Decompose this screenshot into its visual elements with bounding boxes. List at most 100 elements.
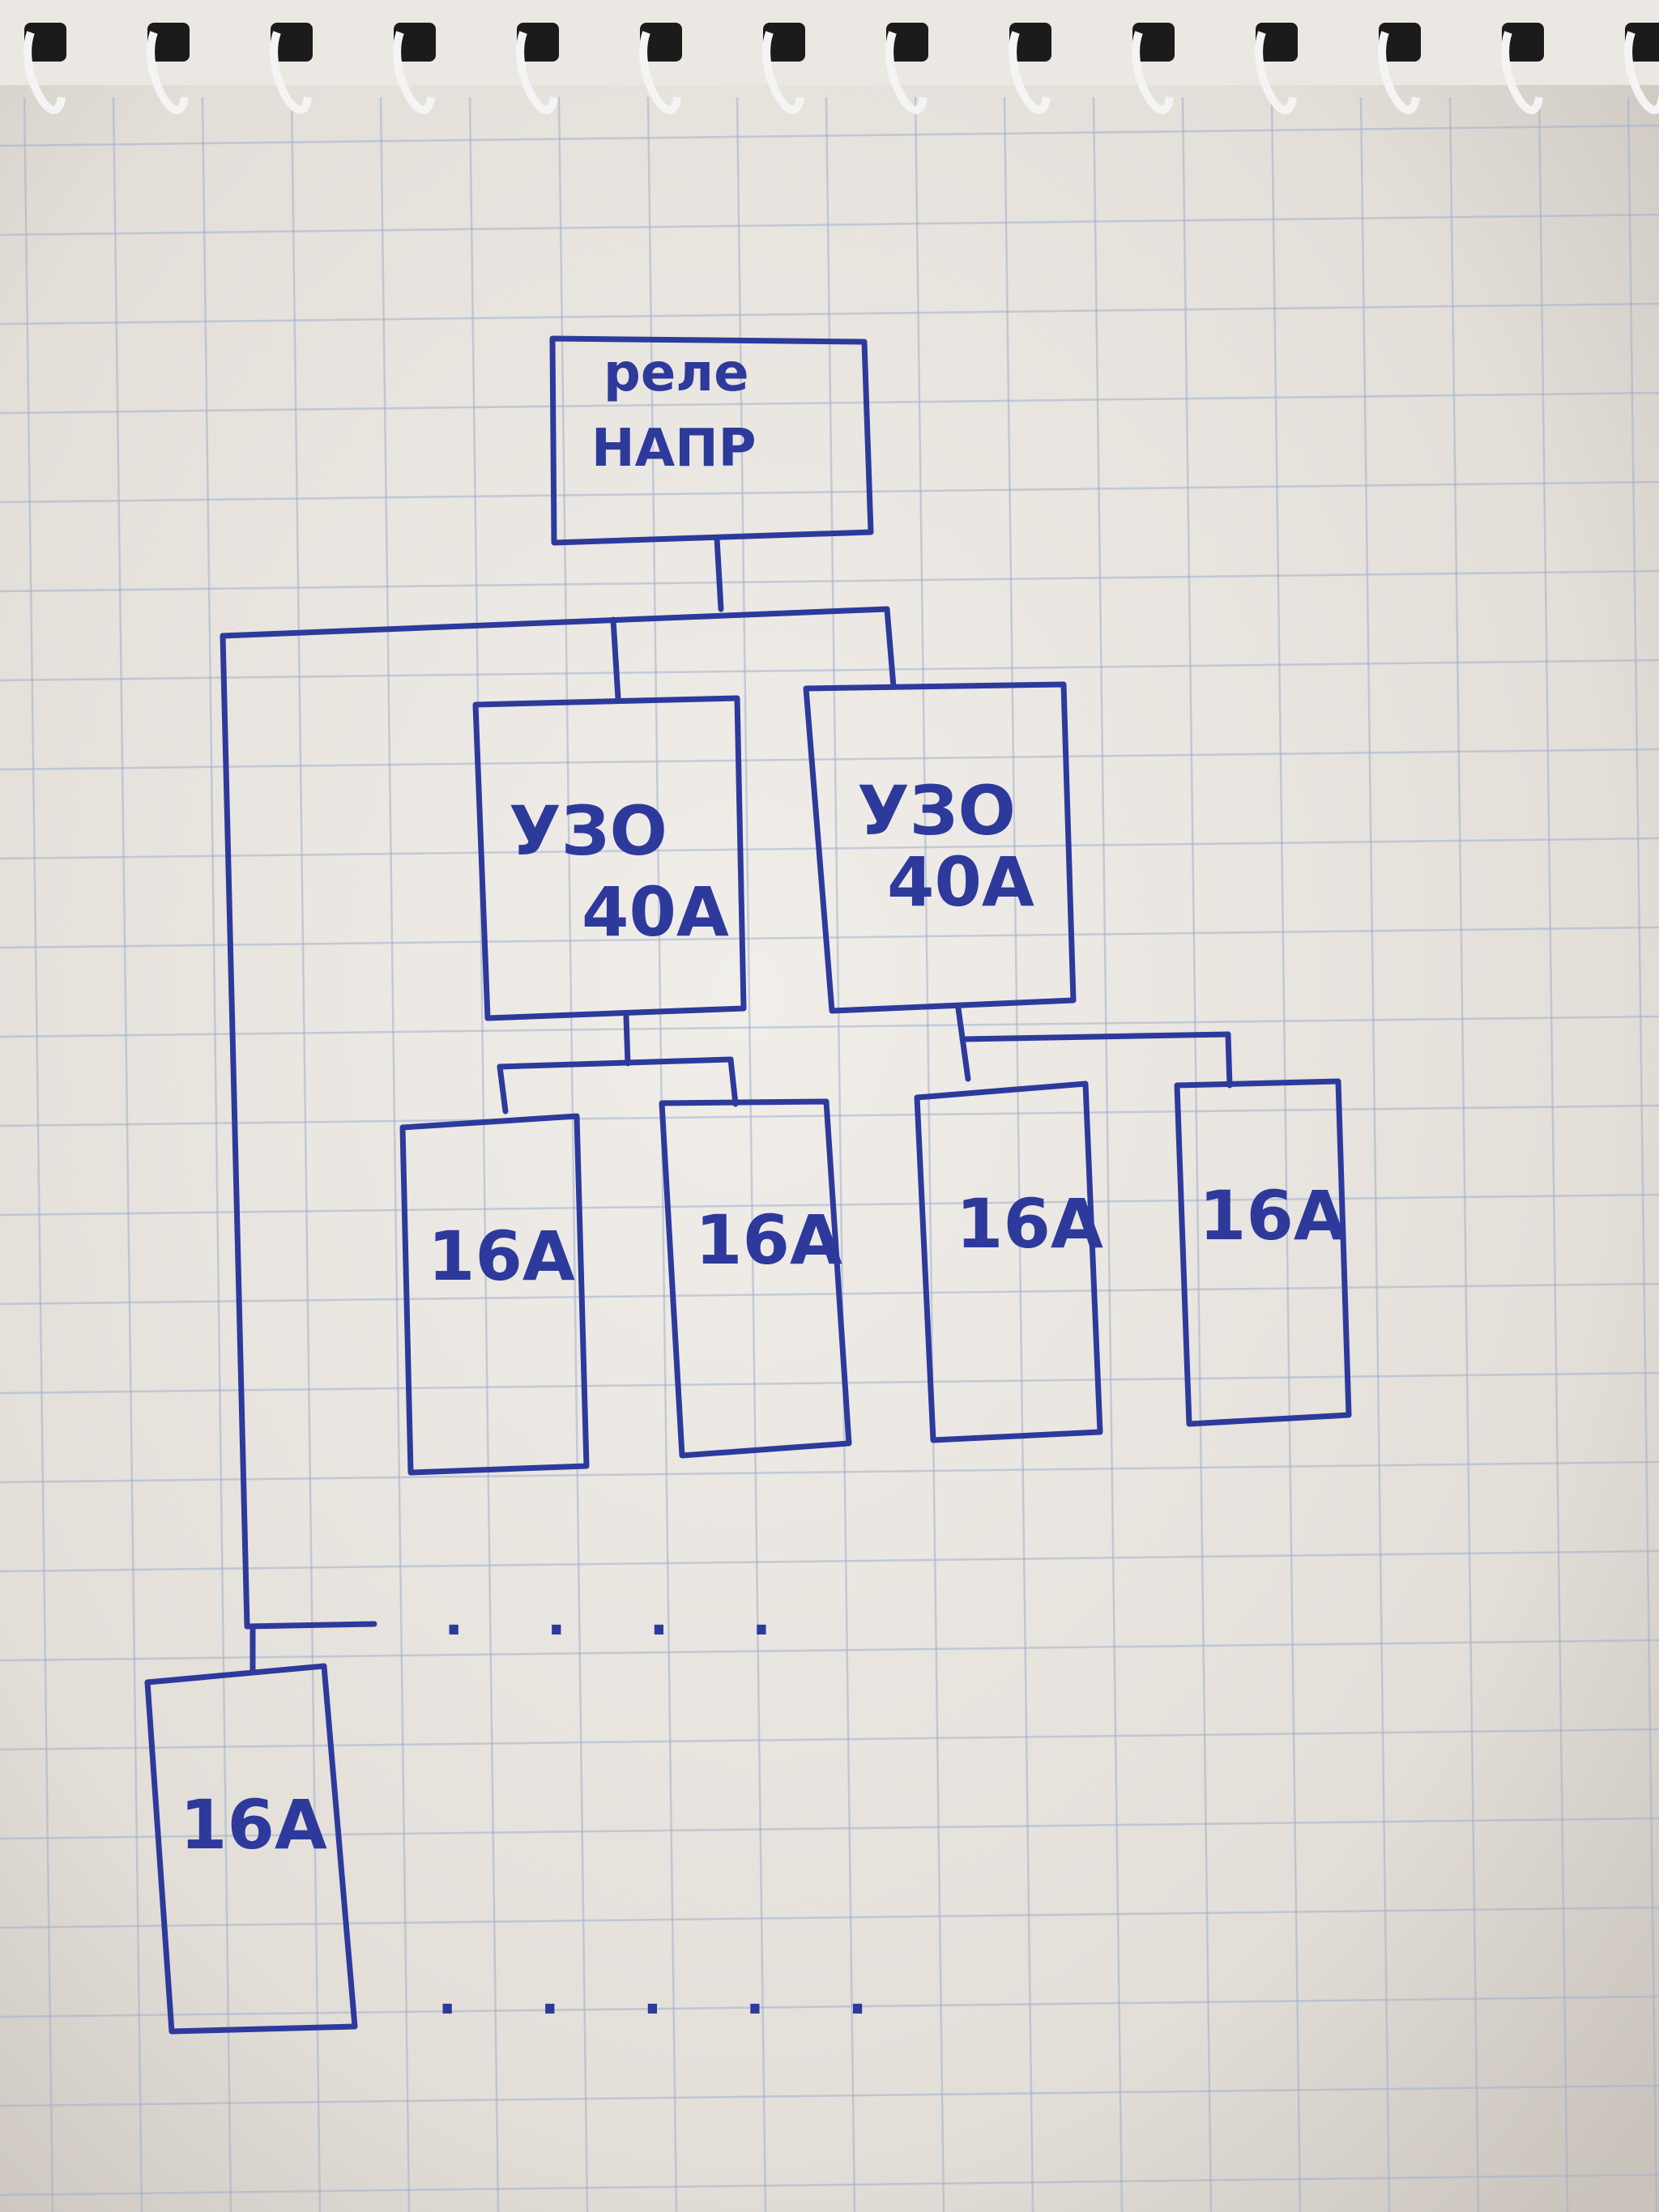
grid-line-horizontal — [0, 1639, 1659, 1662]
relay-box — [549, 335, 874, 546]
grid-line-horizontal — [0, 1460, 1659, 1484]
binding-ring — [762, 31, 804, 114]
binding-hole — [1132, 23, 1175, 62]
grid-line-horizontal — [0, 2173, 1659, 2197]
wire-left-stub — [244, 1621, 377, 1630]
binding-hole — [1379, 23, 1421, 62]
grid-line-horizontal — [0, 391, 1659, 415]
grid-line-horizontal — [0, 837, 1659, 860]
binding-ring — [1255, 31, 1297, 114]
grid-line-vertical — [914, 96, 945, 2212]
branch-breaker-box — [144, 1663, 358, 2035]
binding-ring — [270, 31, 312, 114]
grid-line-vertical — [1092, 96, 1124, 2212]
grid-lines — [0, 96, 1659, 2212]
grid-line-vertical — [23, 96, 54, 2212]
breaker-label-4: 16А — [1199, 1176, 1346, 1255]
breaker-label-1: 16А — [428, 1217, 575, 1296]
binding-hole — [886, 23, 928, 62]
breaker-label-2: 16А — [695, 1200, 842, 1280]
binding-hole — [24, 23, 66, 62]
binding-hole — [1625, 23, 1659, 62]
binding-hole — [1009, 23, 1051, 62]
grid-line-vertical — [468, 96, 500, 2212]
binding-hole — [1502, 23, 1544, 62]
grid-line-horizontal — [0, 1015, 1659, 1038]
binding-hole — [763, 23, 805, 62]
binding-ring — [393, 31, 435, 114]
wire-rcd-left-down — [623, 1013, 631, 1067]
grid-line-vertical — [1448, 96, 1480, 2212]
wires — [220, 535, 1233, 1673]
wire-to-breaker-4 — [1225, 1031, 1233, 1089]
breaker-label-3: 16А — [956, 1184, 1103, 1264]
wire-to-breaker-2 — [727, 1056, 739, 1107]
grid-line-horizontal — [0, 1549, 1659, 1573]
rcd-right-box — [803, 681, 1077, 1014]
wire-to-breaker-1 — [497, 1063, 509, 1115]
grid-line-horizontal — [0, 926, 1659, 949]
grid-line-vertical — [1181, 96, 1213, 2212]
binding-ring — [639, 31, 681, 114]
breaker-box-3 — [914, 1080, 1103, 1443]
binding-ring — [516, 31, 558, 114]
grid-line-horizontal — [0, 480, 1659, 504]
grid-line-horizontal — [0, 124, 1659, 147]
rcd-right-label-line2: 40А — [887, 842, 1034, 922]
grid-line-vertical — [1627, 96, 1658, 2212]
grid-line-vertical — [557, 96, 589, 2212]
branch-breaker-label: 16А — [180, 1785, 327, 1865]
rcd-left-label-line1: УЗО — [509, 791, 667, 871]
grid-line-vertical — [825, 96, 856, 2212]
grid-line-horizontal — [0, 569, 1659, 593]
grid-line-horizontal — [0, 302, 1659, 326]
wire-rcd-right-down — [955, 1005, 971, 1082]
rcd-left-label-line2: 40А — [582, 872, 729, 952]
grid-line-vertical — [201, 96, 232, 2212]
grid-line-horizontal — [0, 1371, 1659, 1395]
wire-left-branch — [220, 633, 250, 1630]
grid-line-horizontal — [0, 1728, 1659, 1751]
wire-rcd-left-bus — [497, 1056, 734, 1070]
grid-line-horizontal — [0, 2084, 1659, 2108]
grid-line-horizontal — [0, 1193, 1659, 1217]
binding-hole — [640, 23, 682, 62]
wire-main-bus — [220, 606, 890, 639]
binding-hole — [147, 23, 190, 62]
boxes — [144, 335, 1352, 2035]
rcd-right-label-line1: УЗО — [857, 771, 1016, 850]
binding-ring — [1378, 31, 1420, 114]
wire-relay-down — [714, 535, 724, 612]
grid-line-vertical — [736, 96, 767, 2212]
wire-rcd-right-bus — [959, 1031, 1231, 1042]
binding-hole — [517, 23, 559, 62]
binding-ring — [1132, 31, 1174, 114]
binding-hole — [394, 23, 436, 62]
relay-label-line2: НАПР — [591, 419, 757, 479]
grid-line-horizontal — [0, 1906, 1659, 1929]
binding-ring — [147, 31, 189, 114]
wire-to-rcd-left — [610, 616, 621, 701]
continuation-dots-top: . . . . — [444, 1588, 804, 1647]
breaker-box-4 — [1174, 1078, 1352, 1427]
binding-ring — [885, 31, 928, 114]
continuation-dots-bottom: . . . . . — [437, 1967, 900, 2027]
grid-line-vertical — [290, 96, 322, 2212]
breaker-box-2 — [659, 1098, 852, 1459]
grid-line-vertical — [379, 96, 411, 2212]
binding-hole — [1256, 23, 1298, 62]
grid-line-vertical — [1359, 96, 1391, 2212]
grid-line-vertical — [1270, 96, 1302, 2212]
relay-label-line1: реле — [603, 343, 749, 403]
binding-ring — [1009, 31, 1051, 114]
grid-line-vertical — [1537, 96, 1569, 2212]
binding-hole — [271, 23, 313, 62]
grid-line-horizontal — [0, 1282, 1659, 1306]
grid-line-vertical — [112, 96, 143, 2212]
grid-line-horizontal — [0, 748, 1659, 771]
grid-line-vertical — [1003, 96, 1034, 2212]
binding-ring — [23, 31, 66, 114]
grid-line-horizontal — [0, 1817, 1659, 1840]
